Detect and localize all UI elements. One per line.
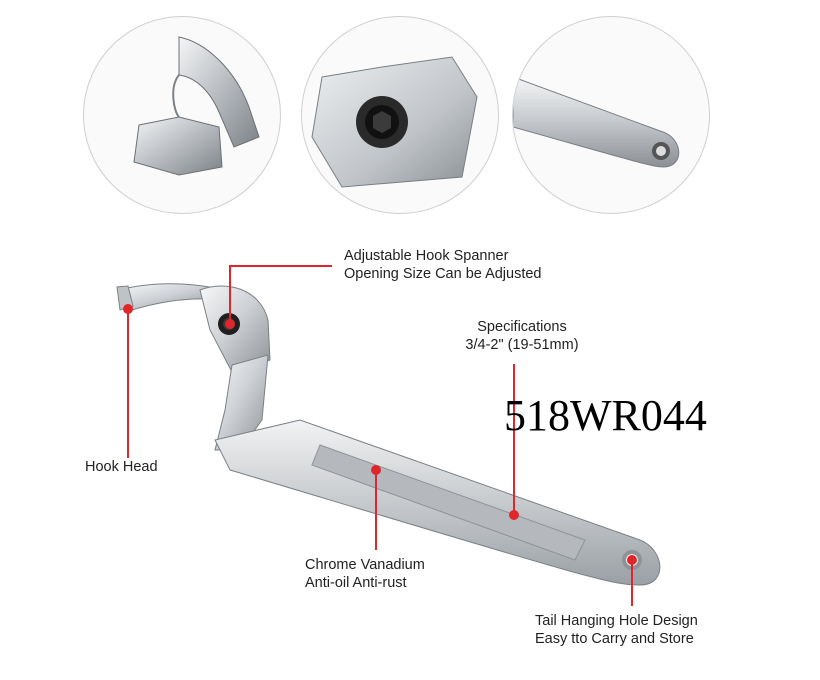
tail-marker-dot <box>627 555 637 565</box>
tail-hole-callout: Tail Hanging Hole Design Easy tto Carry … <box>535 612 698 648</box>
hook-head-callout: Hook Head <box>85 458 158 476</box>
hook-head-callout-text: Hook Head <box>85 459 158 475</box>
pivot-detail-image <box>301 16 499 214</box>
chrome-vanadium-callout: Chrome Vanadium Anti-oil Anti-rust <box>305 556 425 592</box>
hook-tip-closeup-icon <box>133 36 260 176</box>
adjustable-hook-callout: Adjustable Hook Spanner Opening Size Can… <box>344 247 542 283</box>
adjustable-leader-h <box>230 265 332 267</box>
tail-callout-line2: Easy tto Carry and Store <box>535 631 694 647</box>
adjustable-callout-line2: Opening Size Can be Adjusted <box>344 266 542 282</box>
spec-callout-line2: 3/4-2" (19-51mm) <box>465 337 579 353</box>
adjustable-callout-line1: Adjustable Hook Spanner <box>344 248 509 264</box>
hook-tip-detail-image <box>83 16 281 214</box>
adjustable-leader-v <box>229 265 231 323</box>
chrome-callout-line2: Anti-oil Anti-rust <box>305 575 407 591</box>
spec-callout-line1: Specifications <box>477 319 567 335</box>
hook-head-marker-dot <box>123 304 133 314</box>
handle-hole-closeup-icon <box>513 76 680 168</box>
tail-callout-line1: Tail Hanging Hole Design <box>535 613 698 629</box>
specifications-callout: Specifications 3/4-2" (19-51mm) <box>447 318 597 354</box>
chrome-leader <box>375 470 377 550</box>
hook-head-leader <box>127 310 129 458</box>
adjustable-marker-dot <box>225 319 235 329</box>
chrome-marker-dot <box>371 465 381 475</box>
chrome-callout-line1: Chrome Vanadium <box>305 557 425 573</box>
spec-marker-dot <box>509 510 519 520</box>
tail-leader <box>631 560 633 606</box>
model-number: 518WR044 <box>504 391 707 440</box>
hex-pivot-closeup-icon <box>311 56 478 188</box>
spec-leader <box>513 364 515 514</box>
handle-detail-image <box>512 16 710 214</box>
